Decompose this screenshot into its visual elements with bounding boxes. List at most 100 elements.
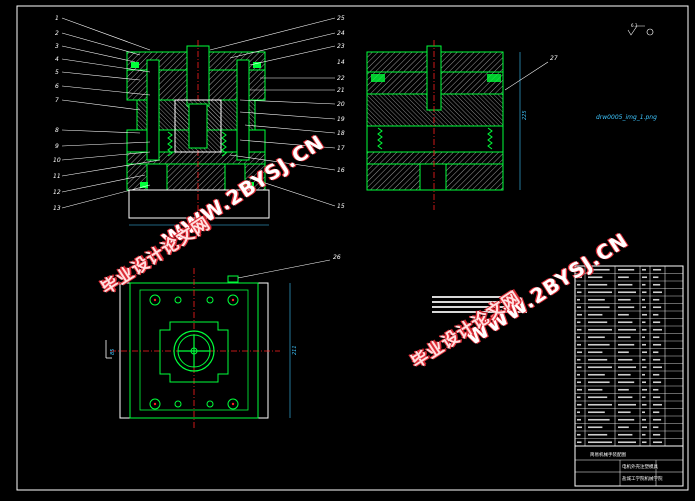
dimension-label: 211 [292,345,298,355]
parts-list-cell-text [577,373,580,376]
callout-label: 16 [337,167,345,174]
parts-list-cell-text [618,441,636,444]
title-block-drawing-title: 电机外壳注塑模具 [622,463,658,470]
parts-list-cell-text [618,268,635,271]
parts-list-cell-text [618,366,636,369]
parts-list-cell-text [618,313,629,316]
parts-list-cell-text [588,433,608,436]
parts-list-cell-text [577,433,581,436]
callout-label: 6 [55,83,59,90]
parts-list-cell-text [642,343,646,346]
parts-list-cell-text [642,283,646,286]
parts-list-cell-text [642,366,647,369]
roughness-symbol [627,25,654,36]
technical-notes [432,296,527,313]
parts-list-cell-text [642,426,647,429]
parts-list-cell-text [642,336,645,339]
callout-label: 11 [53,173,61,180]
parts-list-cell-text [577,291,582,294]
callout-label: 20 [337,101,345,108]
parts-list-cell-text [642,381,646,384]
callout-label: 27 [550,55,558,62]
parts-list-cell-text [642,313,647,316]
parts-list-cell-text [577,411,580,414]
parts-list-cell-text [642,306,646,309]
image-filename-label: drw0005_img_1.png [596,114,657,121]
parts-list-cell-text [653,358,661,361]
parts-list-cell-text [577,418,581,421]
parts-list-cell-text [577,388,582,391]
parts-list-cell-text [618,426,629,429]
parts-list-cell-text [618,418,635,421]
callout-label: 15 [337,203,345,210]
parts-list-cell-text [588,298,605,301]
parts-list-cell-text [653,366,662,369]
parts-list-cell-text [618,396,633,399]
parts-list-cell-text [588,388,603,391]
callout-label: 4 [55,56,59,63]
parts-list-cell-text [642,388,647,391]
parts-list-cell-text [588,441,612,444]
parts-list-cell-text [618,381,635,384]
parts-list-cell-text [653,313,659,316]
parts-list-cell-text [618,411,631,414]
parts-list-cell-text [642,433,646,436]
callout-label: 2 [55,30,59,37]
callout-label: 14 [337,59,345,66]
parts-list-cell-text [618,276,629,279]
callout-label: 9 [55,143,59,150]
parts-list-cell-text [653,433,661,436]
callout-label: 13 [53,205,61,212]
parts-list-cell-text [642,358,646,361]
plan-view [105,259,331,428]
parts-list-cell-text [642,268,646,271]
parts-list-cell-text [577,358,581,361]
parts-list-cell-text [653,381,662,384]
callout-label: 7 [55,97,59,104]
parts-list-cell-text [642,351,647,354]
callout-label: 5 [55,69,59,76]
parts-list-cell-text [618,283,633,286]
callout-label: 10 [53,157,61,164]
parts-list-cell-text [588,403,612,406]
parts-list-cell-text [618,388,629,391]
callout-label: 17 [337,145,345,152]
parts-list-cell-text [588,411,605,414]
parts-list-cell-text [618,358,633,361]
parts-list-cell-text [653,343,662,346]
parts-list-cell-text [618,403,636,406]
parts-list-cell-text [618,328,636,331]
parts-list-cell-text [588,358,608,361]
callout-label: 21 [337,87,345,94]
parts-list-cell-text [642,396,646,399]
parts-list-cell-text [653,276,659,279]
callout-label: 12 [53,189,61,196]
title-block-school: 盐城工学院机械学院 [622,475,663,482]
parts-list-cell-text [642,328,647,331]
parts-list-cell-text [618,343,635,346]
side-section-view [366,40,549,210]
callout-label: 25 [337,15,345,22]
parts-list-cell-text [653,373,660,376]
parts-list-cell-text [653,283,661,286]
parts-list-cell-text [642,321,646,324]
parts-list-cell-text [618,321,633,324]
dimension-label: 225 [522,110,528,120]
parts-list-cell-text [577,328,582,331]
parts-list-cell-text [588,313,603,316]
parts-list-cell-text [653,418,662,421]
callout-label: 3 [55,43,59,50]
parts-list-cell-text [577,283,581,286]
parts-list-cell-text [577,268,581,271]
drawing-frame [16,5,689,491]
parts-list-cell-text [577,306,581,309]
parts-list-cell-text [618,306,635,309]
parts-list-cell-text [588,283,608,286]
callout-label: 18 [337,130,345,137]
parts-list-cell-text [653,268,662,271]
parts-list-cell-text [588,336,605,339]
parts-list-cell-text [588,291,612,294]
parts-list-cell-text [653,426,659,429]
callout-label: 26 [333,254,341,261]
